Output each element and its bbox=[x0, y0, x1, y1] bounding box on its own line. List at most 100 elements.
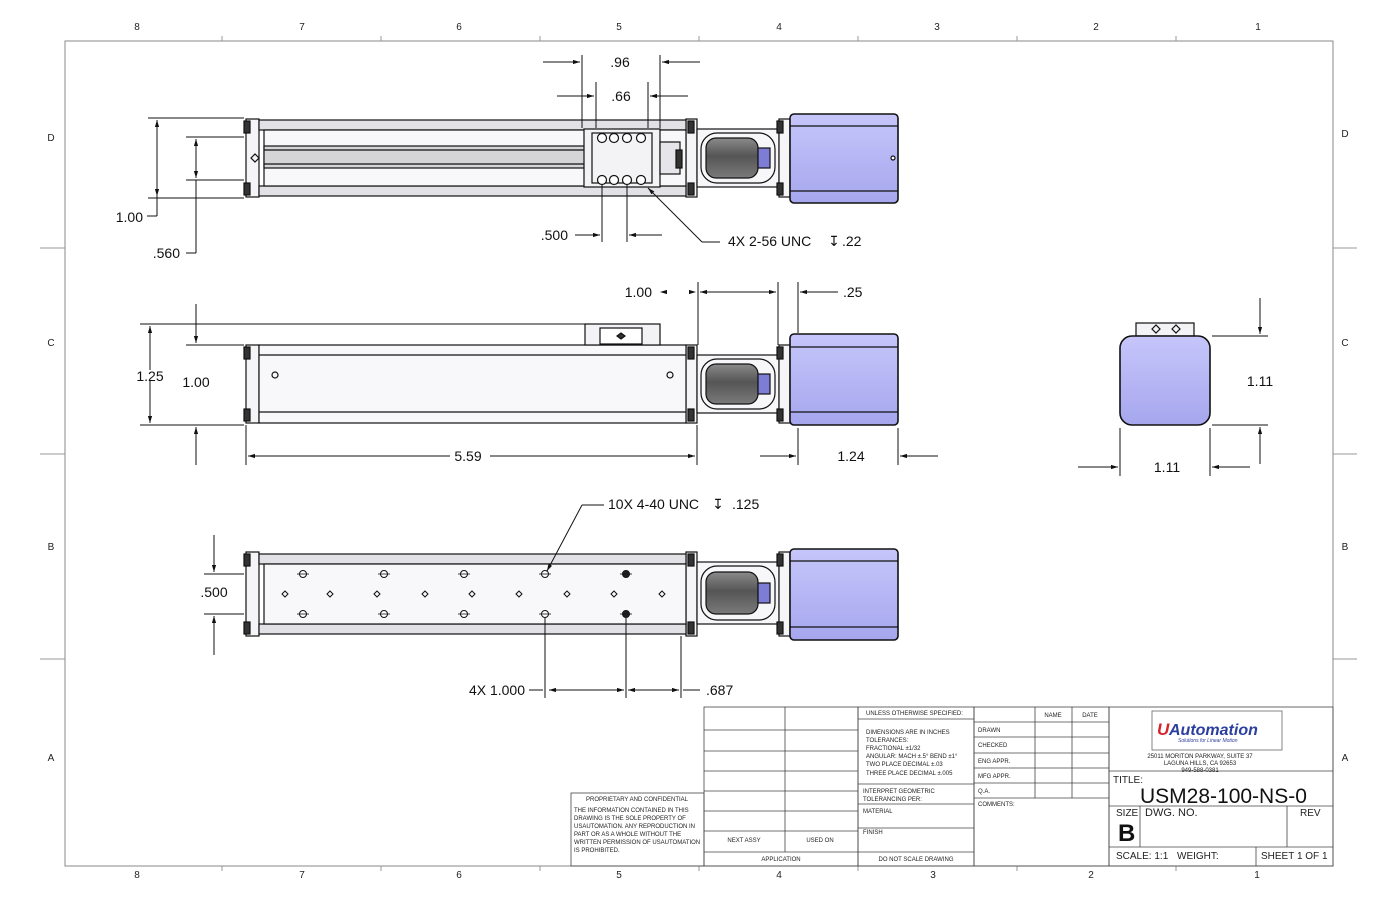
front-view-dimension-text: 1.00 .25 1.25 1.00 5.59 1.24 bbox=[136, 284, 864, 464]
tolerance-line-5: TWO PLACE DECIMAL ±.03 bbox=[866, 762, 943, 768]
bottom-view-dimension-text: 10X 4-40 UNC ↧ .125 .500 4X 1.000 .687 bbox=[200, 496, 759, 698]
proprietary-line-3: USAUTOMATION. ANY REPRODUCTION IN bbox=[574, 824, 695, 830]
name-header: NAME bbox=[1044, 713, 1061, 719]
address-line-2: LAGUNA HILLS, CA 92653 bbox=[1164, 761, 1237, 767]
proprietary-title: PROPRIETARY AND CONFIDENTIAL bbox=[586, 797, 689, 803]
hole-note-4-40: 10X 4-40 UNC bbox=[608, 496, 699, 512]
title-block-lines bbox=[570, 706, 1334, 867]
rev-label: REV bbox=[1300, 808, 1321, 819]
thread-note-2-56: 4X 2-56 UNC bbox=[728, 233, 811, 249]
zone-labels-top: 8 7 6 5 4 3 2 1 bbox=[134, 22, 1261, 33]
scale-label: SCALE: 1:1 bbox=[1116, 851, 1169, 862]
dim-111-width: 1.11 bbox=[1154, 459, 1180, 475]
date-header: DATE bbox=[1082, 713, 1098, 719]
zone-col-6: 6 bbox=[456, 22, 462, 33]
hole-depth-0125: .125 bbox=[732, 496, 759, 512]
dim-025: .25 bbox=[843, 284, 863, 300]
zone-labels-bottom: 8 7 6 5 4 3 2 1 bbox=[134, 870, 1260, 881]
dim-0687: .687 bbox=[706, 682, 733, 698]
top-view bbox=[243, 113, 899, 204]
depth-symbol-icon-bottom: ↧ bbox=[712, 496, 724, 512]
side-view bbox=[1119, 322, 1211, 426]
depth-symbol-icon: ↧ bbox=[828, 233, 840, 249]
front-view bbox=[243, 323, 899, 426]
zone-row-b: B bbox=[48, 542, 55, 553]
approval-table: NAME DATE DRAWN CHECKED ENG APPR. MFG AP… bbox=[978, 713, 1098, 808]
dim-066: .66 bbox=[611, 88, 631, 104]
zone-row-d-right: D bbox=[1341, 129, 1348, 140]
drawing-title: USM28-100-NS-0 bbox=[1140, 785, 1307, 808]
next-assy-label: NEXT ASSY bbox=[727, 838, 760, 844]
dim-100-front-top: 1.00 bbox=[625, 284, 652, 300]
dwg-no-label: DWG. NO. bbox=[1145, 807, 1198, 819]
dim-125: 1.25 bbox=[136, 368, 163, 384]
dim-124: 1.24 bbox=[837, 448, 864, 464]
role-eng-appr: ENG APPR. bbox=[978, 759, 1011, 765]
logo-tagline: Solutions for Linear Motion bbox=[1178, 738, 1238, 744]
tolerance-line-3: FRACTIONAL ±1/32 bbox=[866, 746, 921, 752]
zone-col-2-bottom: 2 bbox=[1088, 870, 1094, 881]
zone-labels-left: D C B A bbox=[47, 133, 54, 764]
title-area: TITLE: USM28-100-NS-0 SIZE B DWG. NO. RE… bbox=[1113, 775, 1328, 862]
zone-col-8: 8 bbox=[134, 22, 140, 33]
tolerance-line-1: DIMENSIONS ARE IN INCHES bbox=[866, 730, 950, 736]
top-view-dimension-text: .96 .66 1.00 .560 .500 4X 2-56 UNC ↧ .22 bbox=[116, 54, 862, 261]
tolerancing-per: TOLERANCING PER: bbox=[863, 797, 922, 803]
address-line-1: 25011 MORITON PARKWAY, SUITE 37 bbox=[1147, 754, 1253, 760]
dim-559: 5.59 bbox=[454, 448, 481, 464]
zone-col-3: 3 bbox=[934, 22, 940, 33]
zone-col-1: 1 bbox=[1255, 22, 1261, 33]
proprietary-notice: PROPRIETARY AND CONFIDENTIAL THE INFORMA… bbox=[574, 797, 700, 854]
title-label: TITLE: bbox=[1113, 775, 1143, 786]
zone-row-a: A bbox=[48, 753, 55, 764]
zone-col-5-bottom: 5 bbox=[616, 870, 622, 881]
zone-col-3-bottom: 3 bbox=[930, 870, 936, 881]
zone-col-4-bottom: 4 bbox=[776, 870, 782, 881]
material-label: MATERIAL bbox=[863, 809, 893, 815]
tolerance-line-6: THREE PLACE DECIMAL ±.005 bbox=[866, 771, 953, 777]
side-view-dimension-text: 1.11 1.11 bbox=[1154, 373, 1273, 475]
bottom-view-holes bbox=[281, 570, 666, 618]
proprietary-line-5: WRITTEN PERMISSION OF USAUTOMATION bbox=[574, 840, 700, 846]
dim-0500-top: .500 bbox=[541, 227, 568, 243]
tolerance-block: UNLESS OTHERWISE SPECIFIED: DIMENSIONS A… bbox=[863, 711, 963, 863]
bottom-view bbox=[243, 548, 899, 641]
finish-label: FINISH bbox=[863, 830, 883, 836]
side-view-dimension-lines bbox=[1078, 298, 1268, 476]
proprietary-line-1: THE INFORMATION CONTAINED IN THIS bbox=[574, 808, 689, 814]
used-on-label: USED ON bbox=[806, 838, 833, 844]
role-qa: Q.A. bbox=[978, 789, 990, 795]
dim-100-front-left: 1.00 bbox=[182, 374, 209, 390]
size-label: SIZE bbox=[1116, 808, 1139, 819]
unless-specified: UNLESS OTHERWISE SPECIFIED: bbox=[866, 711, 963, 717]
zone-row-c: C bbox=[47, 338, 54, 349]
zone-row-b-right: B bbox=[1342, 542, 1349, 553]
address-line-3: 949-588-0381 bbox=[1181, 768, 1219, 774]
dim-0560: .560 bbox=[153, 245, 180, 261]
tolerance-line-4: ANGULAR: MACH ±.5° BEND ±1° bbox=[866, 754, 958, 760]
role-mfg-appr: MFG APPR. bbox=[978, 774, 1011, 780]
sheet-label: SHEET 1 OF 1 bbox=[1261, 851, 1328, 862]
front-view-dimension-lines bbox=[140, 282, 938, 465]
thread-depth-022: .22 bbox=[842, 233, 862, 249]
interpret-geometric: INTERPRET GEOMETRIC bbox=[863, 789, 936, 795]
comments-label: COMMENTS: bbox=[978, 802, 1015, 808]
zone-col-7-bottom: 7 bbox=[299, 870, 305, 881]
tolerance-line-2: TOLERANCES: bbox=[866, 738, 909, 744]
top-view-dimension-lines bbox=[147, 55, 720, 254]
dim-111-height: 1.11 bbox=[1247, 373, 1273, 389]
zone-col-1-bottom: 1 bbox=[1254, 870, 1260, 881]
zone-row-a-right: A bbox=[1342, 753, 1349, 764]
proprietary-line-2: DRAWING IS THE SOLE PROPERTY OF bbox=[574, 816, 686, 822]
dim-100-top: 1.00 bbox=[116, 209, 143, 225]
zone-row-c-right: C bbox=[1341, 338, 1348, 349]
proprietary-line-6: IS PROHIBITED. bbox=[574, 848, 620, 854]
zone-col-2: 2 bbox=[1093, 22, 1099, 33]
zone-col-6-bottom: 6 bbox=[456, 870, 462, 881]
zone-labels-right: D C B A bbox=[1341, 129, 1348, 764]
logo-u: U bbox=[1157, 720, 1170, 739]
size-value: B bbox=[1118, 820, 1135, 847]
zone-col-7: 7 bbox=[299, 22, 305, 33]
zone-row-d: D bbox=[47, 133, 54, 144]
